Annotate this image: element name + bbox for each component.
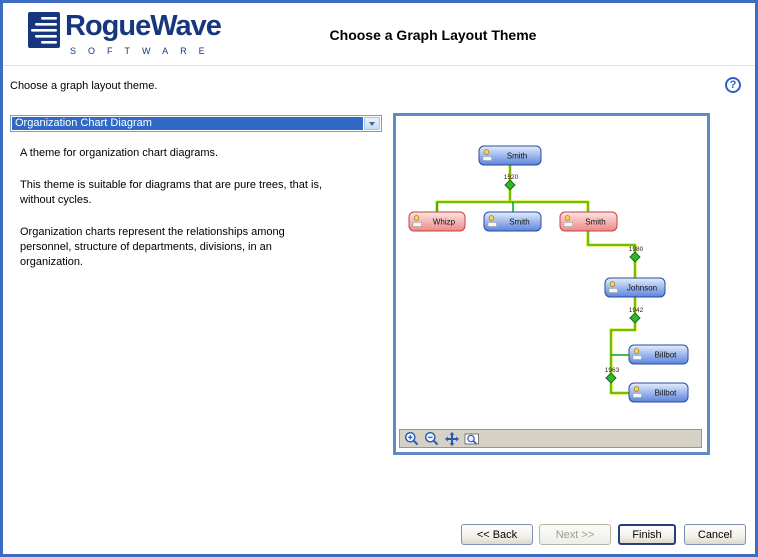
roguewave-logo-icon [28,12,60,48]
page-title: Choose a Graph Layout Theme [329,27,537,43]
finish-button[interactable]: Finish [618,524,676,545]
brand-subtitle: SOFTWARE [70,46,217,56]
theme-description: A theme for organization chart diagrams.… [20,146,378,287]
svg-text:Smith: Smith [585,218,605,227]
svg-text:1942: 1942 [629,307,644,314]
zoom-window-button[interactable] [463,430,480,447]
theme-dropdown-value: Organization Chart Diagram [12,117,363,130]
description-paragraph: Organization charts represent the relati… [20,226,285,268]
pan-icon [444,431,459,446]
prompt-label: Choose a graph layout theme. [10,80,158,92]
description-paragraph: This theme is suitable for diagrams that… [20,179,323,206]
preview-toolbar [399,429,702,448]
svg-text:Smith: Smith [509,218,529,227]
svg-text:1963: 1963 [605,367,620,374]
svg-text:Johnson: Johnson [627,284,657,293]
svg-text:Whizp: Whizp [433,218,456,227]
zoom-out-button[interactable] [423,430,440,447]
svg-text:Billbot: Billbot [655,351,678,360]
chevron-down-icon [369,121,375,126]
svg-text:1980: 1980 [629,246,644,253]
svg-text:Billbot: Billbot [655,389,678,398]
back-button[interactable]: << Back [461,524,533,545]
help-icon[interactable]: ? [725,77,741,93]
zoom-in-icon [404,431,418,445]
next-button[interactable]: Next >> [539,524,611,545]
cancel-button[interactable]: Cancel [684,524,746,545]
description-paragraph: A theme for organization chart diagrams. [20,147,219,159]
zoom-out-icon [424,431,438,445]
svg-text:Smith: Smith [507,152,527,161]
svg-text:1520: 1520 [504,174,519,181]
dropdown-arrow-button[interactable] [364,117,380,130]
zoom-window-icon [464,433,479,444]
pan-button[interactable] [443,430,460,447]
header-divider [3,65,755,66]
theme-dropdown[interactable]: Organization Chart Diagram [10,115,382,132]
zoom-in-button[interactable] [403,430,420,447]
brand-name: RogueWave [65,10,222,42]
